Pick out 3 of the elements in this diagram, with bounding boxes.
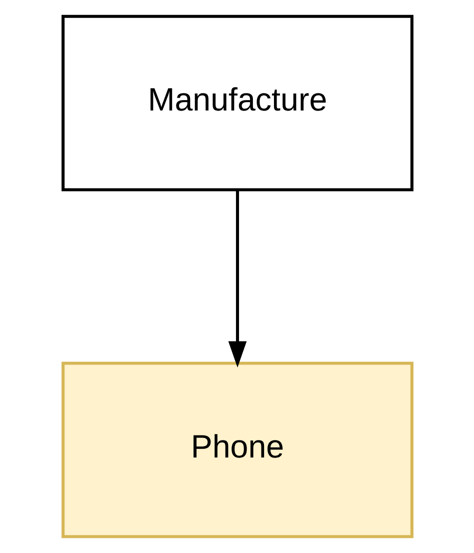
node-box: Manufacture [61, 14, 413, 192]
node-box: Phone [61, 362, 413, 538]
arrow [228, 190, 246, 368]
